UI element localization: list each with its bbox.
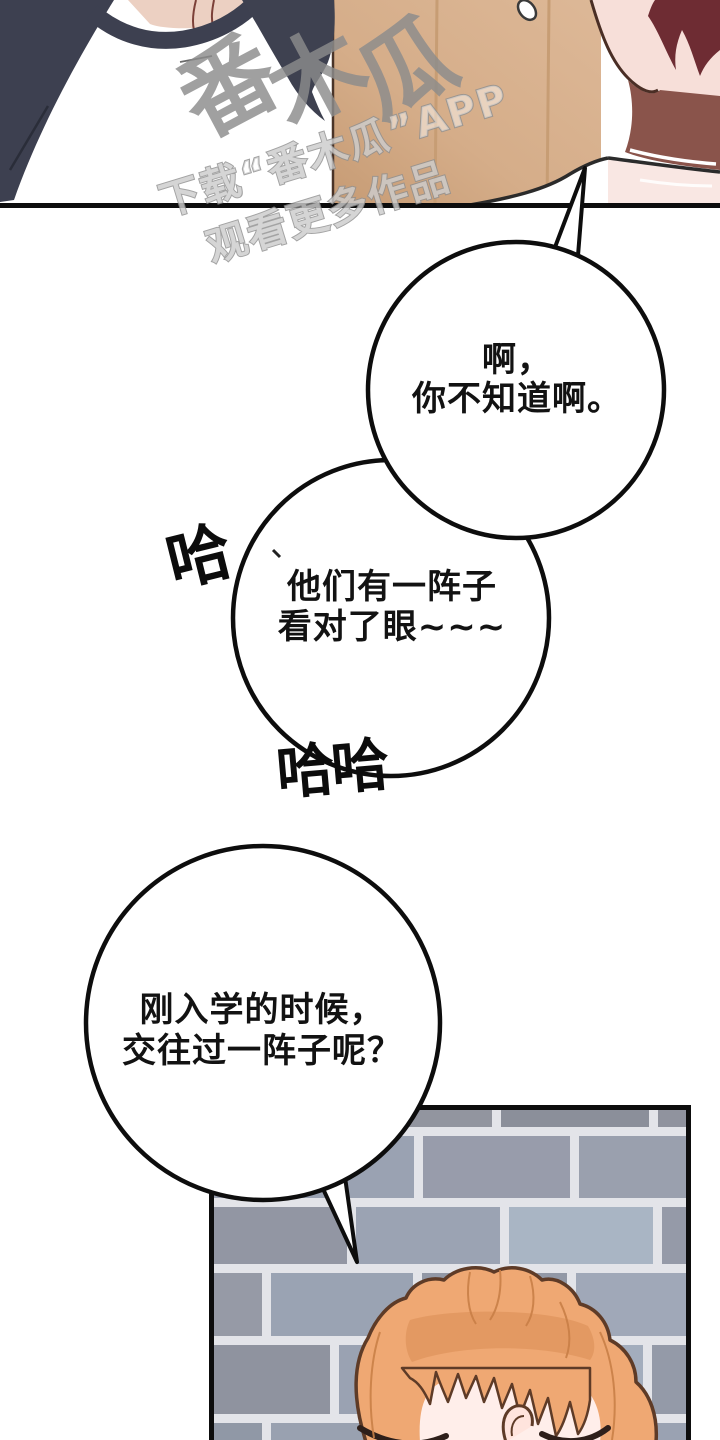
door-background [331, 0, 601, 206]
jacket-collar [86, 0, 261, 49]
left-character-jacket [0, 0, 114, 202]
sweat-drop [516, 0, 538, 22]
tick-mark [271, 548, 282, 559]
orange-haired-character [354, 1266, 659, 1440]
dark-hair-lock [242, 0, 335, 121]
bubble3-line1: 刚入学的时候， [139, 990, 385, 1030]
chin-outline [589, 0, 659, 94]
jacket-fold-line [8, 105, 50, 171]
neck-highlight [629, 148, 717, 166]
bubble1-line1: 啊， [482, 340, 552, 380]
bubble1-line2: 你不知道啊。 [412, 379, 622, 419]
neck-shadow [625, 80, 720, 170]
closed-eye-left [357, 1425, 449, 1440]
top-panel [0, 0, 720, 206]
hair-strand-lines [369, 1269, 616, 1440]
hair-shading [405, 1311, 595, 1362]
bubble2-line1: 他们有一阵子 [287, 567, 497, 607]
bubble3-line2: 交往过一阵子呢？ [122, 1031, 402, 1071]
bubble1-text: 啊， 你不知道啊。 [377, 341, 657, 419]
right-character [469, 0, 720, 206]
speech-bubble-1 [365, 239, 667, 541]
speech-bubble-3 [83, 843, 443, 1203]
bubble2-line2: 看对了眼~~~ [277, 607, 507, 647]
bubble1-tail [547, 166, 587, 269]
bubble3-text: 刚入学的时候， 交往过一阵子呢？ [92, 990, 432, 1072]
laugh-sfx-double: 哈哈 [273, 730, 390, 808]
speech-bubbles [83, 166, 667, 1264]
hair-bangs [400, 1366, 592, 1438]
dark-red-hair [648, 0, 720, 76]
bubble3-tail [316, 1169, 359, 1264]
shirt-crease [179, 55, 213, 63]
closed-eye-right [539, 1425, 611, 1440]
bubble2-text: 他们有一阵子 看对了眼~~~ [232, 567, 552, 647]
bottom-panel-border [209, 1105, 691, 1440]
left-character-neck [86, 0, 261, 49]
top-panel-border [0, 203, 720, 208]
